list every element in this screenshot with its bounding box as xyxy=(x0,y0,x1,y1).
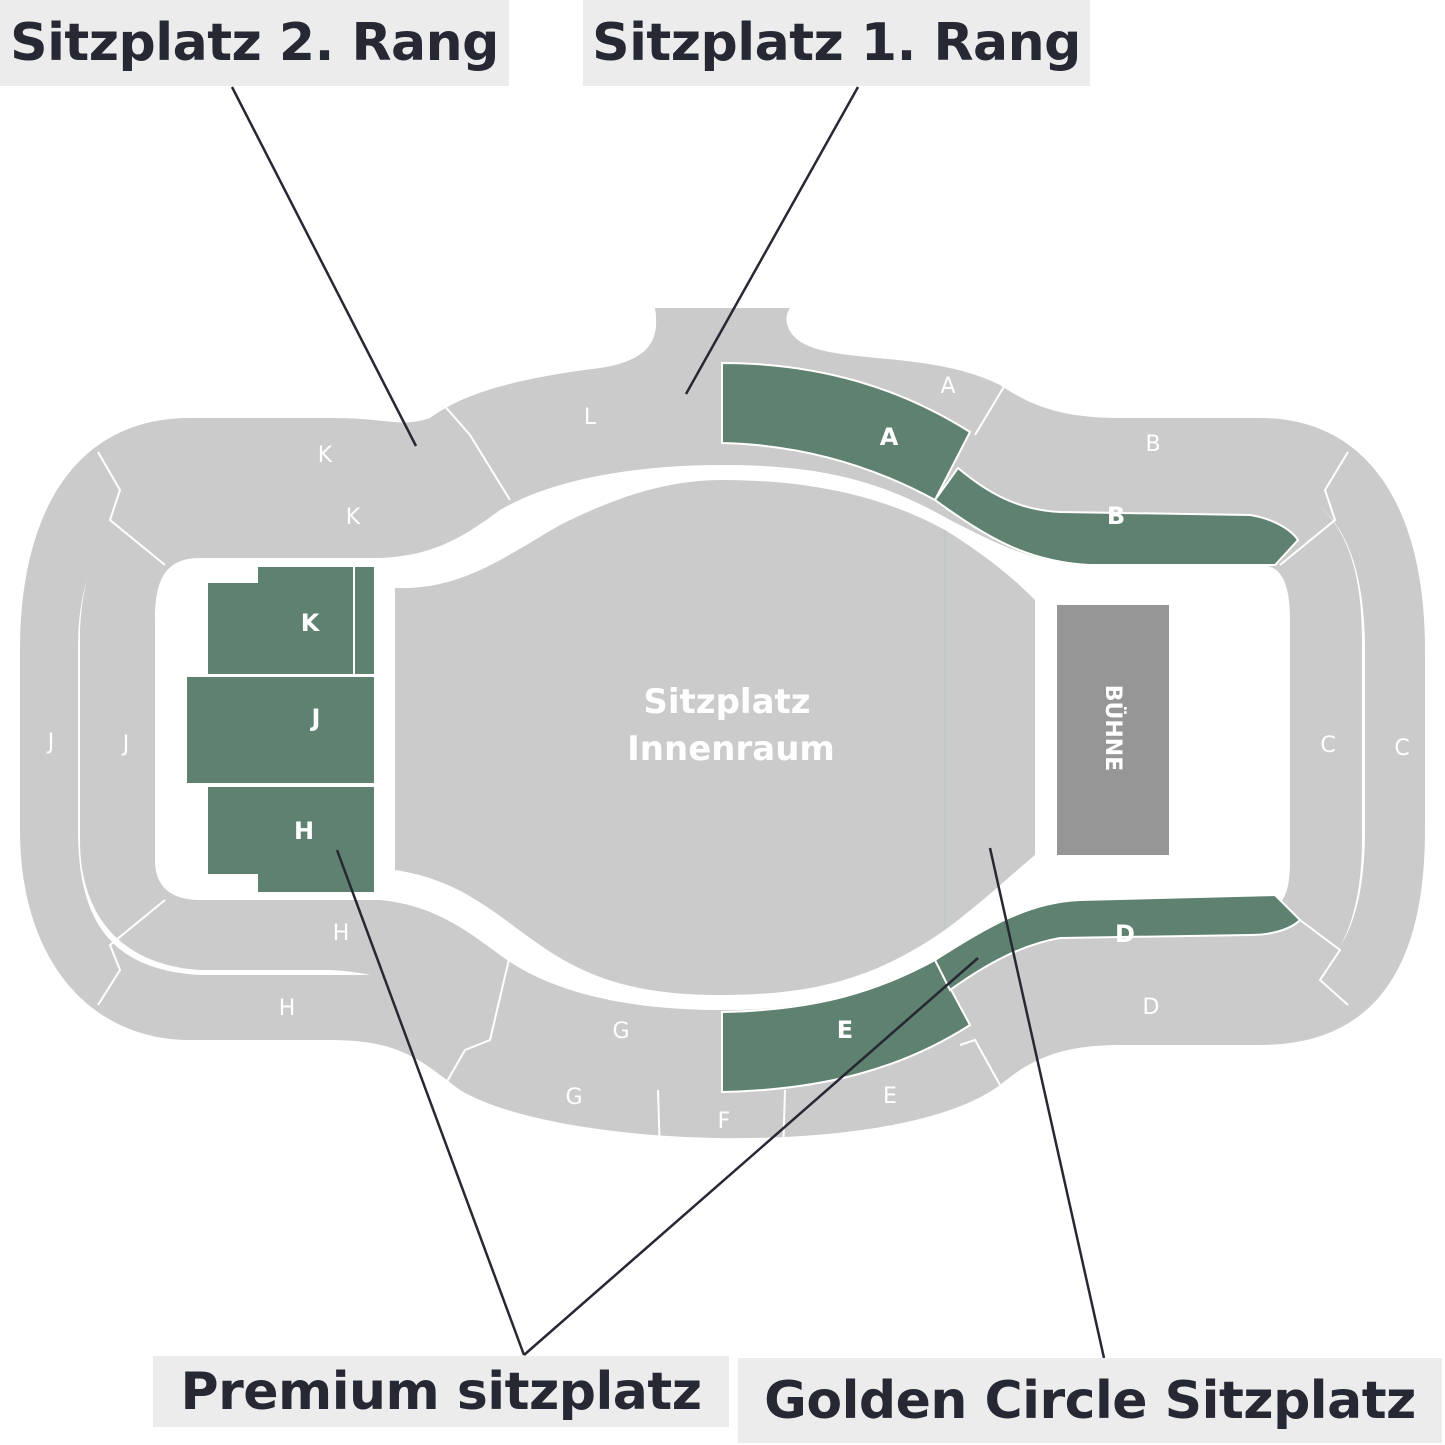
outer-label-d: D xyxy=(1143,995,1160,1020)
leader-premium-e xyxy=(523,957,979,1356)
inner-label-k: K xyxy=(346,505,361,530)
premium-sections xyxy=(185,361,1302,1094)
inner-label-l: L xyxy=(584,405,597,430)
callout-premium: Premium sitzplatz xyxy=(153,1356,729,1427)
divider-kj xyxy=(97,451,166,566)
floor-label-line2: Innenraum xyxy=(627,729,835,769)
divider-fe xyxy=(782,1089,786,1156)
outer-label-a: A xyxy=(940,374,955,399)
premium-labels: K J H xyxy=(294,609,321,845)
divider-cd xyxy=(1279,904,1349,1006)
divider-jh xyxy=(97,899,166,1006)
premium-section-h[interactable] xyxy=(206,785,376,894)
divider-bc xyxy=(1279,451,1349,566)
divider-hg xyxy=(444,954,511,1086)
outer-label-j: J xyxy=(46,730,55,755)
outer-labels: L A K B J C H D G F E xyxy=(46,357,1410,1134)
stage-label: BÜHNE xyxy=(1100,685,1126,772)
premium-section-e[interactable] xyxy=(721,958,972,1094)
outer-label-b: B xyxy=(1145,432,1160,457)
inner-label-a: A xyxy=(880,423,899,451)
premium-label-h: H xyxy=(294,817,314,845)
divider-ab xyxy=(974,384,1006,436)
inner-label-h: H xyxy=(333,921,350,946)
premium-label-j: J xyxy=(310,704,321,732)
stage-block xyxy=(1057,605,1169,855)
callout-rang2: Sitzplatz 2. Rang xyxy=(0,0,509,86)
inner-labels: L A K B J C H D G E xyxy=(121,405,1336,1044)
callout-golden-text: Golden Circle Sitzplatz xyxy=(764,1370,1416,1431)
floor-label-line1: Sitzplatz xyxy=(643,682,810,722)
inner-label-d: D xyxy=(1115,920,1135,948)
leader-rang1 xyxy=(684,86,860,395)
premium-label-k: K xyxy=(301,609,321,637)
callout-golden: Golden Circle Sitzplatz xyxy=(738,1358,1442,1443)
premium-section-b[interactable] xyxy=(933,466,1300,566)
leader-rang2 xyxy=(230,86,418,447)
floor-area[interactable] xyxy=(395,480,1035,995)
inner-label-j: J xyxy=(121,732,130,757)
outer-label-k: K xyxy=(318,443,333,468)
outer-label-f: F xyxy=(718,1109,731,1134)
callout-rang1-text: Sitzplatz 1. Rang xyxy=(592,13,1081,73)
inner-label-b: B xyxy=(1107,502,1125,530)
outer-label-g: G xyxy=(565,1085,582,1110)
outer-label-c: C xyxy=(1394,736,1409,761)
premium-section-a[interactable] xyxy=(721,361,972,502)
inner-label-e: E xyxy=(837,1016,853,1044)
premium-section-j[interactable] xyxy=(185,675,376,785)
section-dividers xyxy=(97,384,1349,1156)
divider-ed xyxy=(959,1038,1001,1086)
leader-golden xyxy=(988,847,1106,1359)
inner-label-c: C xyxy=(1320,733,1335,758)
callout-rang2-text: Sitzplatz 2. Rang xyxy=(10,13,499,73)
outer-label-e: E xyxy=(883,1084,897,1109)
premium-section-k[interactable] xyxy=(206,565,376,676)
divider-gf xyxy=(657,1089,661,1156)
leader-lines xyxy=(230,86,1106,1359)
outer-label-h: H xyxy=(279,996,296,1021)
divider-lk xyxy=(434,394,511,501)
inner-label-g: G xyxy=(612,1019,629,1044)
callout-premium-text: Premium sitzplatz xyxy=(180,1361,703,1422)
outer-label-l: L xyxy=(523,357,536,382)
leader-premium-h xyxy=(335,849,526,1356)
callout-rang1: Sitzplatz 1. Rang xyxy=(583,0,1090,86)
